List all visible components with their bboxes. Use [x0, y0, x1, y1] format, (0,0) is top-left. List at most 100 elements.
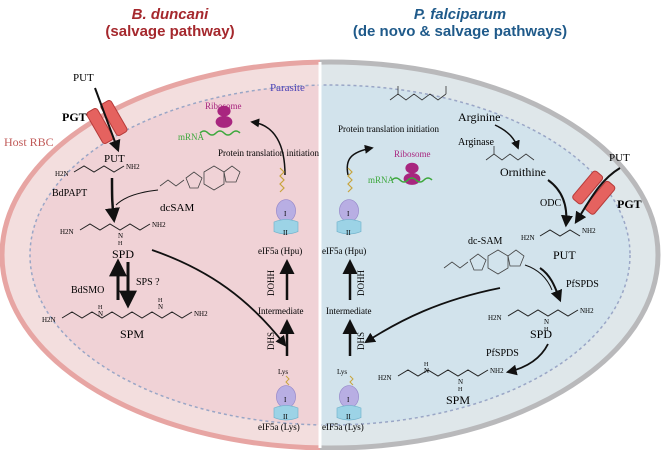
right-lys-domain-1: I: [347, 396, 350, 404]
right-spd-atom-2: N: [544, 318, 549, 326]
left-mrna-label: mRNA: [178, 132, 205, 142]
right-intermediate-label: Intermediate: [326, 306, 371, 316]
right-hypusine-chain-icon: [347, 167, 353, 193]
right-dcsam-arrow: [524, 264, 553, 291]
right-spd-to-spm-arrow: [505, 343, 549, 376]
left-put-to-spd-arrow: [104, 177, 120, 223]
host-rbc-label: Host RBC: [4, 135, 54, 149]
left-organism-title: B. duncani: [131, 6, 209, 23]
right-arginine-structure: [389, 86, 447, 101]
right-put-atom-2: NH2: [582, 227, 596, 235]
left-put-structure: H2N NH2: [55, 163, 140, 178]
right-header: P. falciparum (de novo & salvage pathway…: [330, 6, 590, 40]
right-arginase-label: Arginase: [458, 137, 494, 148]
right-spm-atom-2: H: [424, 362, 429, 368]
left-spd-label: SPD: [112, 247, 134, 261]
parasite-membrane-left: [29, 84, 320, 426]
right-spm-atom-5: H: [458, 387, 463, 393]
left-pgt-transporter: [86, 100, 128, 144]
right-eif5a-lys-label: eIF5a (Lys): [322, 422, 364, 432]
right-arginase-arrow: [494, 124, 520, 150]
right-ornithine-structure: [485, 146, 535, 161]
right-put-label: PUT: [553, 248, 576, 262]
right-spd-atom-1: H2N: [488, 314, 502, 322]
right-hpu-domain-2: II: [346, 229, 351, 237]
left-dohh-label: DOHH: [266, 270, 276, 296]
left-lys-label: Lys: [278, 368, 288, 376]
left-lys-domain-1: I: [284, 396, 287, 404]
left-spm-label: SPM: [120, 327, 144, 341]
left-eif5a-lys-label: eIF5a (Lys): [258, 422, 300, 432]
right-mrna-strand-icon: [391, 177, 433, 183]
left-spd-structure: H2N N H NH2: [60, 221, 166, 247]
left-dhs-label: DHS: [266, 332, 276, 350]
left-sps-label: SPS ?: [136, 277, 160, 288]
left-spd-to-dhs-arrow: [151, 249, 287, 347]
right-spm-atom-6: NH2: [490, 367, 504, 375]
right-lys-chain-icon: [349, 375, 354, 386]
right-spd-atom-3: H: [544, 327, 549, 333]
left-mrna-strand-icon: [199, 130, 241, 136]
right-spm-atom-3: N: [424, 367, 429, 375]
right-spd-atom-4: NH2: [580, 307, 594, 315]
right-translation-label: Protein translation initiation: [338, 124, 439, 134]
right-pathway-subtitle: (de novo & salvage pathways): [352, 23, 568, 40]
left-spm-atom-2: H: [98, 305, 103, 311]
right-pgt-label: PGT: [617, 197, 642, 211]
left-intermediate-label: Intermediate: [258, 306, 303, 316]
right-spd-structure: H2N N H NH2: [488, 307, 594, 333]
left-spm-structure: H2N H N N H NH2: [42, 298, 208, 324]
right-put-to-spd-arrow: [539, 267, 563, 303]
right-spd-to-dhs-arrow: [364, 287, 501, 344]
right-ornithine-label: Ornithine: [500, 165, 546, 179]
left-hpu-domain-1: I: [284, 210, 287, 218]
right-dhs-label: DHS: [356, 332, 366, 350]
left-spd-atom-1: H2N: [60, 228, 74, 236]
right-spm-label: SPM: [446, 393, 470, 407]
left-spm-atom-3: N: [98, 310, 103, 318]
left-put-atom-2: NH2: [126, 163, 140, 171]
host-rbc-left-region: [0, 59, 320, 450]
left-translation-label: Protein translation initiation: [218, 148, 319, 158]
right-put-structure: H2N NH2: [521, 227, 596, 242]
left-lys-domain-2: II: [283, 413, 288, 421]
left-hpu-to-translation-arrow: [250, 118, 286, 176]
right-put-atom-1: H2N: [521, 234, 535, 242]
parasite-membrane-right: [320, 84, 631, 426]
right-pgt-transporter: [572, 170, 616, 215]
left-eif5a-hpu-label: eIF5a (Hpu): [258, 246, 302, 256]
right-odc-label: ODC: [540, 198, 561, 209]
left-spm-atom-4: N: [158, 303, 163, 311]
left-dcsam-arrow: [115, 189, 159, 206]
right-hpu-to-translation-arrow: [346, 144, 374, 176]
right-pfspds-2-label: PfSPDS: [486, 348, 519, 359]
right-spd-label: SPD: [530, 327, 552, 341]
right-dohh-label: DOHH: [356, 270, 366, 296]
right-eif5a-hpu-label: eIF5a (Hpu): [322, 246, 366, 256]
left-lys-chain-icon: [285, 375, 290, 386]
left-put-import-arrow: [94, 87, 121, 153]
right-ribosome-label: Ribosome: [394, 149, 431, 159]
left-spd-atom-4: NH2: [152, 221, 166, 229]
left-bdpapt-label: BdPAPT: [52, 188, 87, 199]
left-spd-atom-2: N: [118, 232, 123, 240]
left-spd-atom-3: H: [118, 241, 123, 247]
right-put-import-arrow: [574, 167, 621, 225]
left-spm-atom-6: NH2: [194, 310, 208, 318]
right-put-outside-label: PUT: [609, 152, 630, 164]
right-spm-atom-1: H2N: [378, 374, 392, 382]
right-dcsam-label: dc-SAM: [468, 236, 503, 247]
left-dcsam-label: dcSAM: [160, 202, 194, 214]
right-pfspds-1-label: PfSPDS: [566, 279, 599, 290]
left-header: B. duncani (salvage pathway): [60, 6, 280, 40]
right-odc-arrow: [547, 179, 573, 228]
right-spm-structure: H2N H N N H NH2: [378, 362, 504, 393]
right-lys-domain-2: II: [346, 413, 351, 421]
right-mrna-label: mRNA: [368, 175, 395, 185]
left-hypusine-chain-icon: [279, 167, 285, 193]
left-spm-atom-1: H2N: [42, 316, 56, 324]
left-ribosome-label: Ribosome: [205, 101, 242, 111]
left-pathway-subtitle: (salvage pathway): [105, 23, 235, 40]
right-lys-label: Lys: [337, 368, 347, 376]
